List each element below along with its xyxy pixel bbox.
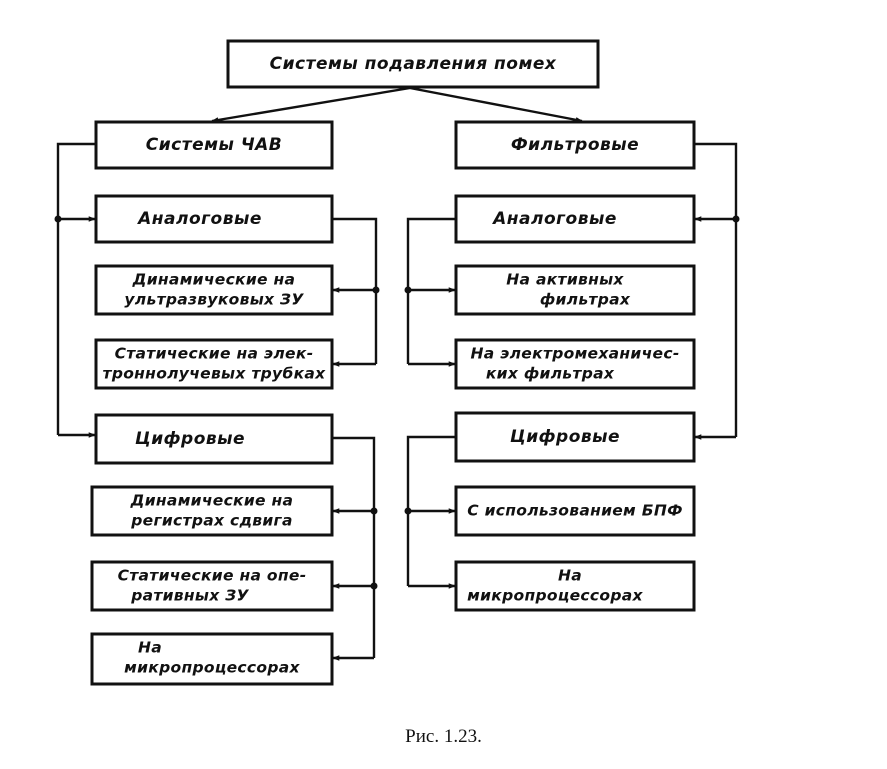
left-title-label: Системы ЧАВ [146, 135, 282, 155]
left-connectors [54, 142, 380, 661]
figure-caption: Рис. 1.23. [405, 726, 482, 747]
root-label: Системы подавления помех [270, 54, 557, 74]
left-analog-item-1-line-2: ультразвуковых ЗУ [124, 291, 304, 309]
right-analog-label: Аналоговые [491, 209, 617, 229]
right-connectors [404, 142, 740, 589]
right-title-label: Фильтровые [511, 135, 639, 155]
right-digital-label: Цифровые [510, 427, 620, 447]
left-digital-item-3-line-2: микропроцессорах [124, 659, 300, 677]
right-analog-item-1-line-2: фильтрах [540, 291, 631, 309]
left-analog-item-1: Динамические на ультразвуковых ЗУ [94, 264, 334, 316]
left-title-node: Системы ЧАВ [94, 120, 334, 170]
right-digital-item-2: На микропроцессорах [454, 560, 696, 612]
right-analog-item-1-line-1: На активных [506, 271, 624, 289]
left-digital-item-1: Динамические на регистрах сдвига [90, 485, 334, 537]
root-node: Системы подавления помех [226, 39, 600, 89]
left-analog-node: Аналоговые [94, 194, 334, 244]
right-digital-node: Цифровые [454, 411, 696, 463]
right-digital-item-2-line-1: На [558, 567, 582, 585]
left-digital-item-3: На микропроцессорах [90, 632, 334, 686]
left-analog-item-2-line-1: Статические на элек- [115, 345, 314, 363]
left-digital-item-2-line-1: Статические на опе- [118, 567, 307, 585]
left-analog-label: Аналоговые [136, 209, 262, 229]
right-analog-item-1: На активных фильтрах [454, 264, 696, 316]
left-digital-item-2-line-2: ративных ЗУ [130, 587, 249, 605]
left-analog-item-2-line-2: троннолучевых трубках [103, 365, 327, 383]
right-analog-item-2: На электромеханичес- ких фильтрах [454, 338, 696, 390]
root-connectors [211, 86, 583, 123]
right-digital-item-1-line-1: С использованием БПФ [467, 502, 683, 520]
right-analog-item-2-line-1: На электромеханичес- [470, 345, 679, 363]
left-digital-item-2: Статические на опе- ративных ЗУ [90, 560, 334, 612]
left-analog-item-2: Статические на элек- троннолучевых трубк… [94, 338, 334, 390]
right-analog-node: Аналоговые [454, 194, 696, 244]
left-digital-item-3-line-1: На [138, 639, 162, 657]
right-digital-item-1: С использованием БПФ [454, 485, 696, 537]
left-digital-node: Цифровые [94, 413, 334, 465]
right-digital-item-2-line-2: микропроцессорах [467, 587, 643, 605]
right-title-node: Фильтровые [454, 120, 696, 170]
left-digital-item-1-line-2: регистрах сдвига [130, 512, 292, 530]
left-digital-item-1-line-1: Динамические на [130, 492, 294, 510]
right-analog-item-2-line-2: ких фильтрах [486, 365, 615, 383]
left-digital-label: Цифровые [135, 429, 245, 449]
left-analog-item-1-line-1: Динамические на [132, 271, 296, 289]
